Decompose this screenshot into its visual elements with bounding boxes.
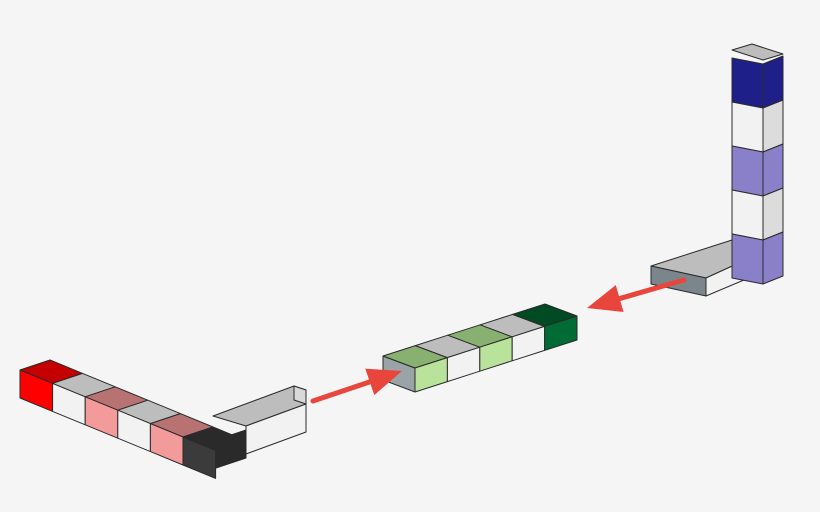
blue-bar-segment-3-left bbox=[731, 145, 764, 197]
blue-bar-segment-1-left bbox=[731, 57, 764, 109]
arrow-blue-to-green-shaft bbox=[617, 277, 687, 302]
blue-bar-segment-5-left bbox=[731, 233, 764, 285]
blue-bar-top-face bbox=[731, 43, 784, 61]
arrow-red-to-green bbox=[310, 368, 402, 404]
green-bar-segment-5-front bbox=[544, 315, 578, 351]
blue-bar-segment-1-right bbox=[762, 55, 784, 109]
red-bar-end-cap bbox=[215, 429, 247, 469]
blue-bar-segment-3-right bbox=[762, 143, 784, 197]
red-bar-extension-cap bbox=[293, 385, 307, 405]
red-bar-segment-6-front bbox=[182, 436, 217, 479]
blue-bar-segment-5-right bbox=[762, 231, 784, 285]
arrow-blue-to-green-head bbox=[587, 285, 624, 313]
blue-bar-segment-4-right bbox=[762, 187, 784, 241]
arrow-red-to-green-head bbox=[365, 368, 402, 396]
blue-bar-segment-2-left bbox=[731, 101, 764, 153]
blue-bar-segment-2-right bbox=[762, 99, 784, 153]
blue-bar-segment-4-left bbox=[731, 189, 764, 241]
arrow-red-to-green-shaft bbox=[310, 379, 373, 404]
arrow-blue-to-green bbox=[587, 277, 687, 313]
